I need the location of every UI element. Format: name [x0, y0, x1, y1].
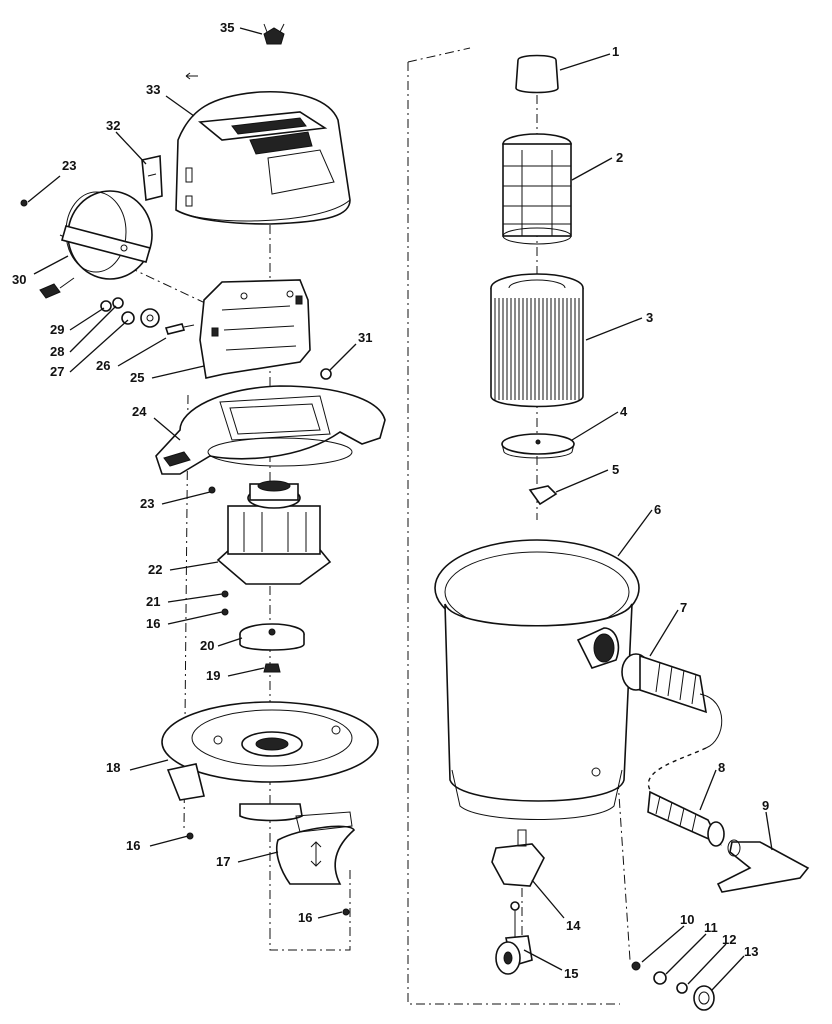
part-20-impeller [239, 623, 305, 651]
callout-26: 26 [96, 358, 110, 373]
part-5-clip [528, 485, 558, 506]
callout-21: 21 [146, 594, 160, 609]
part-31-nut [320, 368, 332, 380]
callout-31: 31 [358, 330, 372, 345]
callout-29: 29 [50, 322, 64, 337]
callout-16b: 16 [126, 838, 140, 853]
callout-22: 22 [148, 562, 162, 577]
part-1-filter-cap [515, 54, 559, 94]
part-30-cord-reel [39, 190, 153, 299]
part-19-nut [263, 663, 281, 673]
callout-13: 13 [744, 944, 758, 959]
part-25-bracket-plate [199, 279, 311, 379]
callout-10: 10 [680, 912, 694, 927]
part-2-filter-cage [502, 133, 572, 245]
callout-1: 1 [612, 44, 619, 59]
part-32-clip [141, 155, 163, 202]
part-7-hose [621, 653, 723, 749]
callout-8: 8 [718, 760, 725, 775]
part-22-motor [216, 480, 332, 585]
callout-6: 6 [654, 502, 661, 517]
callout-16c: 16 [298, 910, 312, 925]
callout-4: 4 [620, 404, 628, 419]
callout-16a: 16 [146, 616, 160, 631]
part-10-screw [631, 961, 641, 971]
callout-25: 25 [130, 370, 144, 385]
callout-3: 3 [646, 310, 653, 325]
part-9-nozzle [716, 839, 810, 893]
callout-33: 33 [146, 82, 160, 97]
part-32-clip-slot [147, 173, 157, 177]
callout-23b: 23 [140, 496, 154, 511]
part-16-screw-c [342, 908, 350, 916]
callout-28: 28 [50, 344, 64, 359]
callout-24: 24 [132, 404, 147, 419]
part-15-caster [495, 901, 533, 975]
callout-5: 5 [612, 462, 619, 477]
callout-labels: 1 2 3 4 5 6 7 8 9 10 11 12 13 14 15 16 1… [12, 20, 769, 981]
hose-path [647, 747, 707, 791]
part-17-deflector [275, 811, 355, 885]
callout-27: 27 [50, 364, 64, 379]
leader-lines [27, 27, 773, 991]
callout-32: 32 [106, 118, 120, 133]
part-6-tank [434, 539, 640, 820]
part-21-washer [221, 590, 229, 598]
part-8-hose [647, 790, 725, 847]
callout-2: 2 [616, 150, 623, 165]
part-23-screw-lower [208, 486, 216, 494]
part-35-knob [263, 23, 285, 45]
callout-11: 11 [704, 920, 718, 935]
part-26-29-hardware [100, 297, 195, 335]
callout-17: 17 [216, 854, 230, 869]
callout-7: 7 [680, 600, 687, 615]
callout-35: 35 [220, 20, 234, 35]
small-arrow-icon [185, 72, 198, 80]
callout-12: 12 [722, 932, 736, 947]
callout-20: 20 [200, 638, 214, 653]
callout-30: 30 [12, 272, 26, 287]
part-13-cap-nut [693, 985, 715, 1011]
callout-14: 14 [566, 918, 581, 933]
part-23-screw-upper [20, 199, 28, 207]
callout-15: 15 [564, 966, 578, 981]
part-4-filter-disc [501, 433, 575, 459]
part-24-housing-top [155, 385, 386, 475]
callout-23a: 23 [62, 158, 76, 173]
part-12-washer [676, 982, 688, 994]
callout-9: 9 [762, 798, 769, 813]
part-14-caster-socket [491, 829, 545, 887]
part-11-washer [653, 971, 667, 985]
callout-18: 18 [106, 760, 120, 775]
part-3-pleated-filter [490, 273, 584, 408]
part-33-motor-cover [175, 90, 351, 225]
part-16-screw-a [221, 608, 229, 616]
callout-19: 19 [206, 668, 220, 683]
part-18-lid-plate [161, 701, 379, 822]
